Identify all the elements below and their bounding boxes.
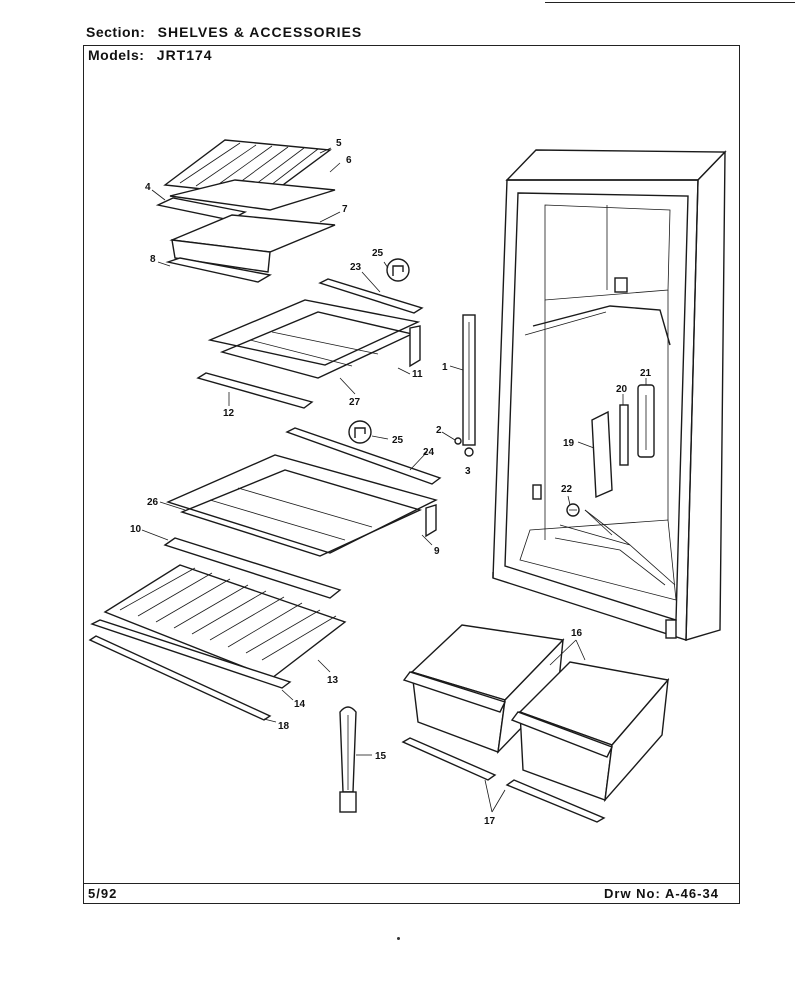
wire-shelf-drawing: [88, 564, 347, 721]
divider-trim-lip: [524, 311, 607, 336]
keeper-rail: [165, 257, 272, 283]
callout-20: 20: [616, 384, 628, 395]
screw-22-drawing: [566, 503, 580, 517]
clip-hook-lower: [354, 427, 366, 438]
section-value: SHELVES & ACCESSORIES: [157, 24, 363, 40]
callout-12: 12: [223, 408, 235, 419]
lower-shelf-bracket: [425, 504, 437, 538]
meat-keeper-cover: [169, 179, 336, 211]
shelf-trim-23: [318, 278, 424, 314]
crispers-drawing: [401, 624, 670, 823]
callout-26: 26: [147, 497, 159, 508]
drawing-frame: [83, 45, 740, 904]
meat-keeper-front: [171, 239, 271, 273]
shelf-trim-10: [163, 537, 342, 599]
callout-15: 15: [375, 751, 387, 762]
callout-1: 1: [442, 362, 448, 373]
freezer-control: [614, 277, 628, 293]
crisper-right-side: [604, 677, 669, 803]
control-knob-shaft: [619, 404, 629, 466]
callout-2: 2: [436, 425, 442, 436]
cabinet-clip: [532, 484, 542, 500]
callout-25-lower: 25: [392, 435, 404, 446]
keeper-cover-trim: [155, 197, 248, 221]
callout-10: 10: [130, 524, 142, 535]
callout-18: 18: [278, 721, 290, 732]
callout-6: 6: [346, 155, 352, 166]
bottom-wire-shelf: [103, 564, 347, 679]
callout-21: 21: [640, 368, 652, 379]
clip-hook-upper: [392, 265, 404, 276]
cabinet-inner-edge: [504, 192, 689, 621]
lamp-shield-drawing: [339, 706, 357, 813]
callout-27: 27: [349, 397, 361, 408]
cabinet-front-frame: [492, 179, 699, 641]
freezer-shelf-drawing: [155, 139, 336, 283]
callout-23: 23: [350, 262, 362, 273]
shelf-trim-14: [90, 619, 292, 689]
ladder-screw: [454, 437, 462, 445]
lower-shelf-frame: [166, 454, 438, 554]
models-value: JRT174: [156, 47, 213, 63]
middle-trim-drawing: [285, 420, 442, 485]
divider-trim: [532, 305, 671, 346]
callout-22: 22: [561, 484, 573, 495]
cabinet-drawing: [492, 149, 727, 641]
callout-5: 5: [336, 138, 342, 149]
crisper-rail-right: [505, 779, 606, 823]
upper-trim-drawing: [318, 258, 424, 314]
control-housing: [591, 410, 613, 499]
callout-25-upper: 25: [372, 248, 384, 259]
callout-14: 14: [294, 699, 306, 710]
lower-glass-shelf-drawing: [163, 454, 438, 599]
footer-rule: [83, 883, 740, 884]
callout-13: 13: [327, 675, 339, 686]
callout-numbers: 5 6 4 7 8 23 25 11 12 27 1 2 3 25 24 26 …: [130, 138, 652, 827]
freezer-back-wall: [544, 204, 671, 301]
cabinet-foot-right: [665, 619, 677, 639]
trim-clip-25-lower: [348, 420, 372, 444]
callout-16: 16: [571, 628, 583, 639]
light-socket: [339, 791, 357, 813]
footer-drawing-number: Drw No: A-46-34: [604, 886, 719, 901]
section-label: Section:: [86, 24, 146, 40]
cabinet-top: [505, 149, 727, 181]
shelf-rail-18: [88, 635, 272, 721]
floor-support-wire-2: [554, 537, 666, 586]
callout-4: 4: [145, 182, 151, 193]
floor-support-wire: [559, 524, 676, 586]
crisper-rail-left: [401, 737, 497, 781]
leader-lines: [141, 147, 647, 813]
models-label: Models:: [88, 47, 145, 63]
callout-24: 24: [423, 447, 435, 458]
upper-glass-shelf-drawing: [196, 299, 421, 409]
ladder-washer: [464, 447, 474, 457]
shelf-ladder-drawing: [454, 314, 476, 457]
lower-glass-pane: [179, 469, 422, 557]
top-rule: [545, 2, 795, 3]
upper-shelf-bracket: [409, 325, 421, 368]
models-heading: Models: JRT174: [88, 47, 213, 63]
footer-date: 5/92: [88, 886, 118, 901]
callout-11: 11: [412, 369, 423, 380]
upper-shelf-frame: [207, 299, 421, 366]
section-heading: Section: SHELVES & ACCESSORIES: [86, 24, 362, 40]
shelf-trim-24: [285, 427, 442, 485]
callout-19: 19: [563, 438, 575, 449]
callout-3: 3: [465, 466, 471, 477]
crisper-left-handle: [402, 671, 506, 713]
shelf-trim-12: [196, 372, 314, 409]
callout-9: 9: [434, 546, 440, 557]
crisper-right-handle: [510, 711, 613, 758]
callout-8: 8: [150, 254, 156, 265]
page-speck: [397, 937, 400, 940]
trim-clip-25-upper: [386, 258, 410, 282]
callout-7: 7: [342, 204, 348, 215]
cabinet-floor: [519, 519, 677, 601]
callout-17: 17: [484, 816, 496, 827]
